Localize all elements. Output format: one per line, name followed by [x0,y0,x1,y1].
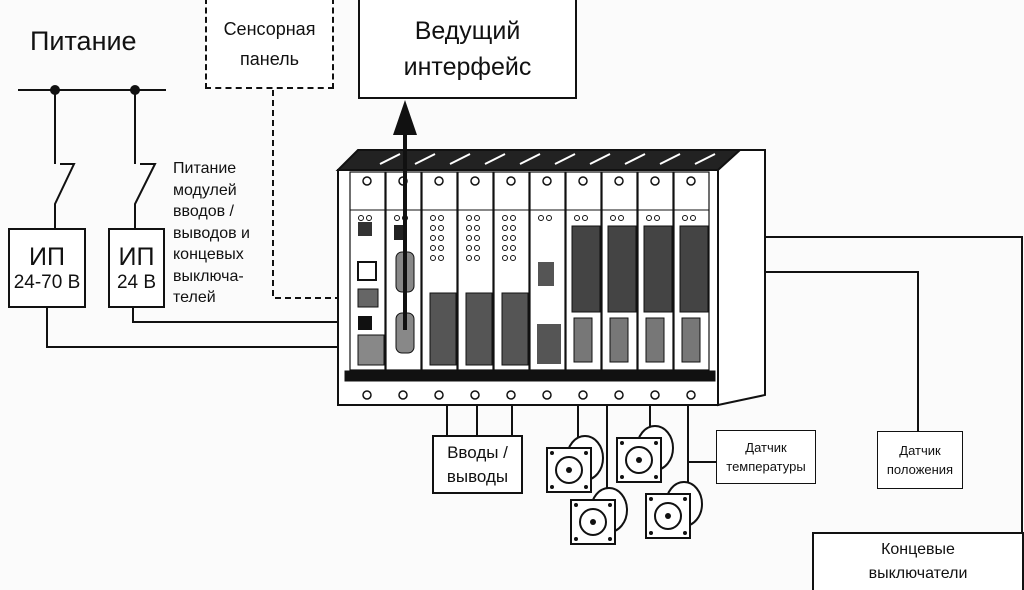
servo-motor [570,487,628,545]
servo-motor [616,425,674,483]
wire-limit-switches [700,236,1023,532]
psu-label: ИП [29,242,65,271]
wire-motors [577,390,689,500]
rack-module [457,171,494,400]
rack-module [421,171,458,400]
switch-psu1 [54,90,76,228]
psu-24-70v: ИП 24-70 В [8,228,86,308]
servo-motor [645,481,703,539]
switch-psu2 [134,90,157,228]
rack-modules [349,171,710,400]
rack-module [349,171,386,400]
psu-voltage: 24-70 В [13,271,81,293]
rack-module [601,171,638,400]
wire-touch-panel [272,90,358,299]
psu-24v: ИП 24 В [108,228,165,308]
rack-module [673,171,710,400]
wire-psu1 [46,307,356,348]
psu-label: ИП [118,242,155,271]
rack-module [529,171,566,400]
wire-psu2 [132,307,356,323]
rack-module [637,171,674,400]
servo-motors [546,425,703,545]
rack-module [565,171,602,400]
power-title: Питание [30,26,137,56]
arrow-to-master-interface [393,100,417,330]
io-box: Вводы /выводы [432,435,523,494]
wire-position-sensor [700,271,919,431]
servo-motor [546,435,604,493]
psu-voltage: 24 В [116,271,157,293]
rack-module [493,171,530,400]
